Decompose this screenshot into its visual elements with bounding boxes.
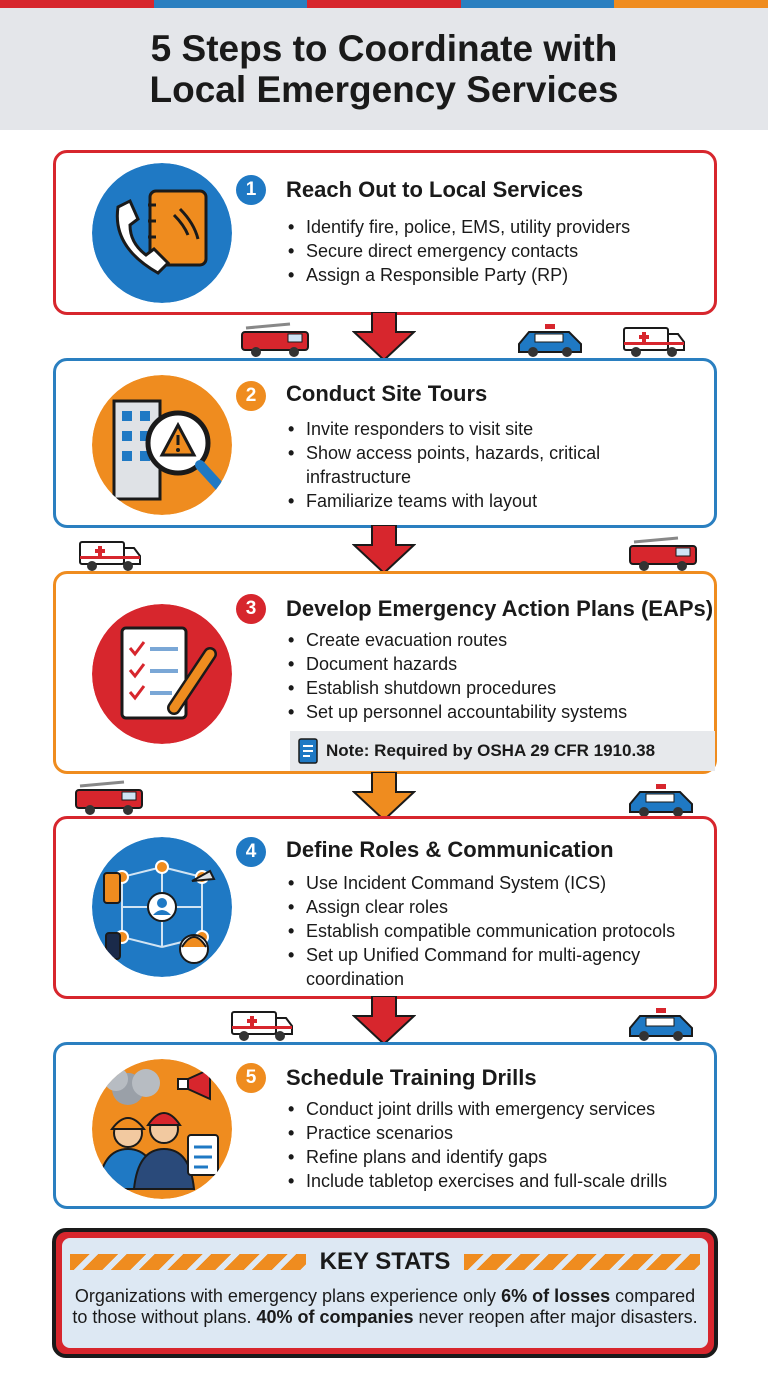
list-item: Create evacuation routes <box>288 628 627 652</box>
note-text: Note: Required by OSHA 29 CFR 1910.38 <box>326 741 656 760</box>
step-number-badge: 2 <box>236 381 266 411</box>
step-2-card: 2 Conduct Site Tours Invite responders t… <box>53 358 717 528</box>
list-item: Use Incident Command System (ICS) <box>288 871 675 895</box>
down-arrow-icon <box>352 772 416 822</box>
stats-text-part: never reopen after major disasters. <box>413 1307 698 1327</box>
list-item: Practice scenarios <box>288 1121 667 1145</box>
key-stats-header: KEY STATS <box>62 1248 708 1276</box>
ambulance-icon <box>623 327 685 357</box>
list-item: infrastructure <box>306 467 412 487</box>
list-item: Assign clear roles <box>288 895 675 919</box>
police-car-icon <box>629 784 693 817</box>
list-item: Identify fire, police, EMS, utility prov… <box>288 215 630 239</box>
stats-text-part: Organizations with emergency plans exper… <box>74 1286 502 1306</box>
hazard-stripe <box>464 1254 701 1270</box>
page-title: 5 Steps to Coordinate with Local Emergen… <box>150 28 619 111</box>
key-stats-panel: KEY STATS Organizations with emergency p… <box>62 1238 708 1348</box>
communication-network-icon <box>92 837 232 977</box>
step-number-badge: 5 <box>236 1063 266 1093</box>
step-1-card: 1 Reach Out to Local Services Identify f… <box>53 150 717 315</box>
building-magnifier-hazard-icon <box>92 375 232 515</box>
step-5-card: 5 Schedule Training Drills Conduct joint… <box>53 1042 717 1209</box>
step-3-card: 3 Develop Emergency Action Plans (EAPs) … <box>53 571 717 774</box>
list-item: Assign a Responsible Party (RP) <box>288 263 630 287</box>
fire-truck-icon <box>629 536 697 571</box>
step-bullet-list: Create evacuation routes Document hazard… <box>288 628 627 724</box>
step-4-card: 4 Define Roles & Communication Use Incid… <box>53 816 717 999</box>
police-car-icon <box>629 1008 693 1041</box>
ambulance-icon <box>79 541 141 571</box>
step-number-badge: 1 <box>236 175 266 205</box>
down-arrow-icon <box>352 312 416 362</box>
title-band: 5 Steps to Coordinate with Local Emergen… <box>0 8 768 130</box>
stats-text-part: compared to those without plans. <box>72 1286 696 1327</box>
list-item: Set up personnel accountability systems <box>288 700 627 724</box>
title-line-2: Local Emergency Services <box>149 69 619 110</box>
phone-contact-book-icon <box>92 163 232 303</box>
list-item: Establish compatible communication proto… <box>288 919 675 943</box>
step-title: Schedule Training Drills <box>286 1065 537 1090</box>
key-stats-box: KEY STATS Organizations with emergency p… <box>52 1228 718 1358</box>
step-bullet-list: Conduct joint drills with emergency serv… <box>288 1097 667 1193</box>
list-item: Document hazards <box>288 652 627 676</box>
ambulance-icon <box>231 1011 293 1041</box>
list-item: Secure direct emergency contacts <box>288 239 630 263</box>
list-item: Show access points, hazards, critical <box>288 441 600 465</box>
step-title: Define Roles & Communication <box>286 837 614 862</box>
list-item: Invite responders to visit site <box>288 417 600 441</box>
stats-highlight: 40% of companies <box>256 1307 414 1327</box>
step-bullet-list: Identify fire, police, EMS, utility prov… <box>288 215 630 287</box>
list-item: Set up Unified Command for multi-agency <box>288 943 675 967</box>
down-arrow-icon <box>352 996 416 1046</box>
stats-highlight: 6% of losses <box>501 1286 611 1306</box>
document-icon <box>298 738 318 764</box>
list-item: Refine plans and identify gaps <box>288 1145 667 1169</box>
title-line-1: 5 Steps to Coordinate with <box>150 27 618 69</box>
list-item: coordination <box>306 969 405 989</box>
list-item: Include tabletop exercises and full-scal… <box>288 1169 667 1193</box>
list-item: Establish shutdown procedures <box>288 676 627 700</box>
police-car-icon <box>518 324 582 357</box>
key-stats-title: KEY STATS <box>319 1248 451 1275</box>
key-stats-text: Organizations with emergency plans exper… <box>72 1286 698 1328</box>
responders-drill-icon <box>92 1059 232 1199</box>
down-arrow-icon <box>352 525 416 575</box>
step-title: Develop Emergency Action Plans (EAPs) <box>286 596 714 621</box>
top-color-bar <box>0 0 768 8</box>
step-title: Reach Out to Local Services <box>286 177 584 202</box>
step-number-badge: 4 <box>236 837 266 867</box>
checklist-pencil-icon <box>92 604 232 744</box>
osha-note: Note: Required by OSHA 29 CFR 1910.38 <box>290 731 715 771</box>
list-item: Familiarize teams with layout <box>288 489 600 513</box>
hazard-stripe <box>69 1254 306 1270</box>
step-bullet-list: Invite responders to visit site Show acc… <box>288 417 600 513</box>
fire-truck-icon <box>241 322 309 357</box>
step-bullet-list: Use Incident Command System (ICS) Assign… <box>288 871 675 991</box>
list-item: Conduct joint drills with emergency serv… <box>288 1097 667 1121</box>
step-title: Conduct Site Tours <box>286 381 488 406</box>
step-number-badge: 3 <box>236 594 266 624</box>
fire-truck-icon <box>75 780 143 815</box>
